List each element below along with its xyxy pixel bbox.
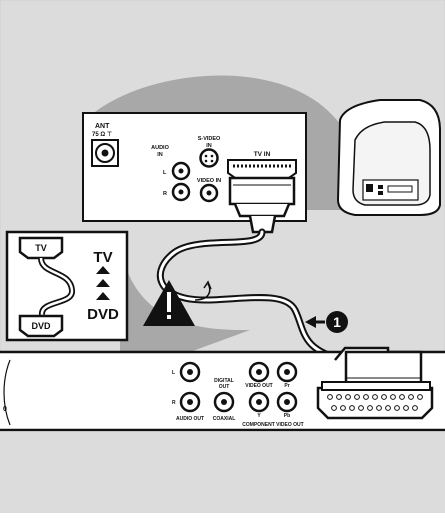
dvd-scart-socket [316, 386, 434, 420]
audio-in-right-label: R [163, 191, 167, 197]
scart-cable [158, 230, 347, 362]
y-label: Y [257, 413, 261, 419]
component-video-out-label: COMPONENT VIDEO OUT [242, 422, 303, 428]
antenna-socket [91, 139, 119, 167]
audio-out-right-label: R [172, 400, 176, 406]
ant-label: ANT [95, 123, 110, 130]
lower-background [0, 432, 445, 513]
audio-out-right-jack [179, 391, 201, 413]
svideo-in-jack [199, 148, 219, 168]
svideo-label-1: S-VIDEO [198, 136, 221, 142]
pb-label: Pb [284, 413, 290, 419]
audio-in-label-1: AUDIO [151, 145, 169, 151]
digital-out-label-1: DIGITAL [214, 378, 234, 384]
step-marker: 1 [305, 311, 348, 333]
tv-plug-label: TV [35, 243, 47, 253]
dvd-back-panel: 0 L R AUDIO OUT DIGITAL OUT COAXIAL VIDE… [0, 346, 445, 432]
arrow-left-icon [305, 316, 316, 328]
video-out-jack [248, 361, 270, 383]
audio-out-left-label: L [172, 370, 175, 376]
audio-in-left-jack [171, 161, 191, 181]
component-y-jack [248, 391, 270, 413]
dvd-plug-label: DVD [31, 321, 51, 331]
arrow-up-icon [96, 279, 110, 287]
ant-impedance: 75 Ω ⊤ [92, 131, 112, 138]
video-in-jack [199, 183, 219, 203]
audio-in-left-label: L [163, 170, 167, 176]
component-pb-jack [276, 391, 298, 413]
tv-scart-plug-icon: TV [18, 236, 75, 316]
tv-set [336, 99, 441, 216]
audio-out-left-jack [179, 361, 201, 383]
warning-icon [143, 280, 212, 326]
scart-plug-tv [228, 176, 296, 234]
video-out-label: VIDEO OUT [245, 383, 273, 389]
step-number-badge [326, 311, 348, 333]
digital-out-label-2: OUT [219, 384, 230, 390]
dvd-scart-plug-icon: DVD [18, 314, 64, 338]
audio-in-label-2: IN [157, 152, 163, 158]
arrow-up-icon [96, 266, 110, 274]
coaxial-label: COAXIAL [213, 416, 236, 422]
edge-mark: 0 [3, 406, 7, 413]
magnify-bubble [95, 75, 355, 200]
arrow-up-icon [96, 292, 110, 300]
audio-in-right-jack [171, 182, 191, 202]
dvd-text: DVD [87, 306, 119, 323]
tv-back-panel: ANT 75 Ω ⊤ AUDIO IN L R S-VIDEO IN VIDEO… [82, 112, 307, 222]
video-in-label: VIDEO IN [197, 178, 221, 184]
scart-inset: TV DVD TV DVD [5, 230, 129, 342]
tv-text: TV [93, 249, 112, 266]
svideo-label-2: IN [206, 143, 212, 149]
audio-out-label: AUDIO OUT [176, 416, 204, 422]
coaxial-jack [213, 391, 235, 413]
step-number: 1 [333, 314, 341, 330]
tv-in-label: TV IN [254, 151, 271, 158]
pr-label: Pr [284, 383, 289, 389]
scart-plug-dvd [321, 346, 431, 391]
component-pr-jack [276, 361, 298, 383]
